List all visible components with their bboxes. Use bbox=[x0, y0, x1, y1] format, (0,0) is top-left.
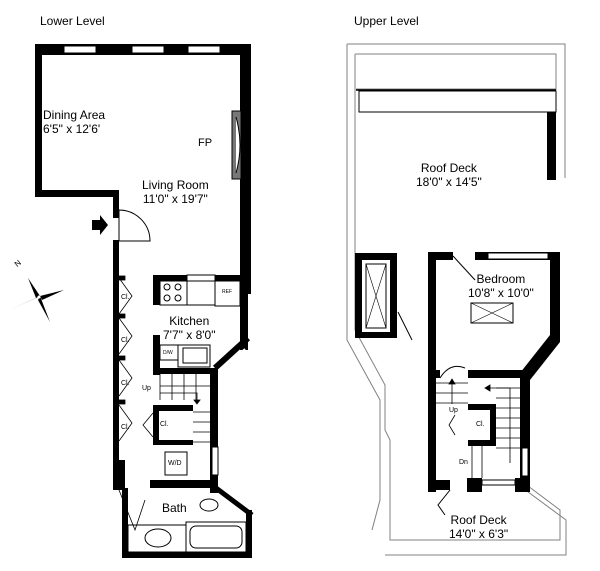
room-name: Dining Area bbox=[43, 108, 106, 122]
room-kitchen: Kitchen 7'7" x 8'0" bbox=[163, 314, 215, 342]
closet-doors bbox=[118, 275, 154, 442]
lower-level-title: Lower Level bbox=[40, 14, 105, 28]
closet-label: Cl. bbox=[476, 421, 485, 428]
lower-windows bbox=[63, 45, 221, 54]
room-name: Roof Deck bbox=[450, 513, 507, 527]
room-dims: 6'5" x 12'6' bbox=[43, 122, 101, 136]
room-dining-area: Dining Area 6'5" x 12'6' bbox=[43, 108, 105, 136]
bedroom-skylight bbox=[470, 302, 514, 324]
fireplace-label: FP bbox=[198, 137, 213, 149]
stairs-down-label: Dn bbox=[459, 459, 468, 466]
room-dims: 10'8" x 10'0" bbox=[468, 286, 534, 300]
toilet-icon bbox=[199, 498, 219, 512]
closet-label: Cl. bbox=[121, 380, 130, 387]
room-dims: 11'0" x 19'7" bbox=[142, 192, 208, 206]
compass-icon bbox=[12, 278, 64, 322]
refrigerator-icon bbox=[214, 280, 241, 307]
room-roof-deck-rear: Roof Deck 14'0" x 6'3" bbox=[449, 513, 508, 541]
upper-walls bbox=[428, 252, 560, 492]
washer-dryer-icon bbox=[164, 451, 188, 476]
bath-sink-icon bbox=[144, 528, 172, 548]
lower-stairs bbox=[159, 374, 210, 443]
room-name: Bedroom bbox=[476, 272, 526, 286]
stairs-up-label: Up bbox=[449, 407, 458, 414]
room-name: Living Room bbox=[142, 178, 209, 192]
stairs-up-label: Up bbox=[142, 385, 151, 392]
room-bath: Bath bbox=[162, 501, 187, 515]
room-dims: 7'7" x 8'0" bbox=[163, 328, 216, 342]
room-dims: 18'0" x 14'5" bbox=[416, 175, 482, 189]
upper-stairs bbox=[436, 378, 520, 478]
washer-dryer-label: W/D bbox=[168, 460, 182, 467]
stove-icon bbox=[159, 280, 188, 306]
upper-level-title: Upper Level bbox=[354, 14, 419, 28]
closet-label: Cl. bbox=[121, 424, 130, 431]
upper-outlines bbox=[346, 43, 567, 556]
entrance-door-icon bbox=[118, 209, 151, 242]
sink-icon bbox=[177, 344, 211, 368]
skylight-hatch bbox=[355, 253, 397, 338]
room-dims: 14'0" x 6'3" bbox=[449, 527, 509, 541]
room-roof-deck-main: Roof Deck 18'0" x 14'5" bbox=[416, 161, 482, 189]
room-living-room: Living Room 11'0" x 19'7" bbox=[142, 178, 209, 206]
refrigerator-label: REF bbox=[222, 289, 232, 295]
closet-label: Cl. bbox=[121, 294, 130, 301]
closet-label: Cl. bbox=[160, 421, 169, 428]
room-bedroom: Bedroom 10'8" x 10'0" bbox=[468, 272, 534, 300]
entrance-arrow-icon bbox=[92, 215, 108, 235]
dishwasher-label: D/W bbox=[163, 350, 173, 356]
closet-label: Cl. bbox=[121, 337, 130, 344]
roof-bench bbox=[358, 90, 557, 113]
room-name: Kitchen bbox=[169, 314, 210, 328]
fireplace-icon bbox=[231, 110, 242, 180]
room-name: Roof Deck bbox=[420, 161, 477, 175]
bathtub-icon bbox=[189, 525, 243, 549]
